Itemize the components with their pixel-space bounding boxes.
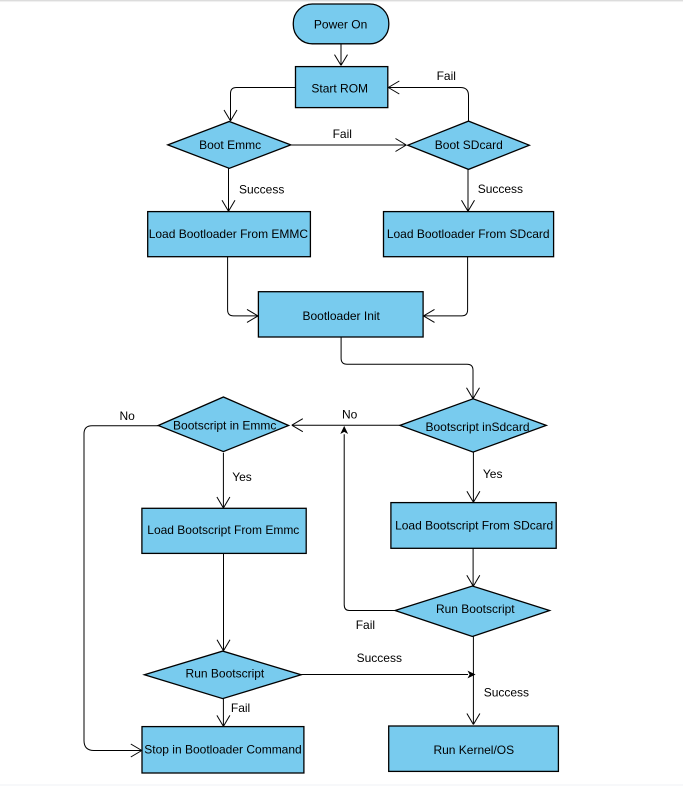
svg-text:Boot SDcard: Boot SDcard <box>435 138 503 152</box>
svg-text:Power On: Power On <box>314 17 367 31</box>
svg-text:Bootscript in Emmc: Bootscript in Emmc <box>173 418 276 432</box>
svg-text:No: No <box>342 408 358 422</box>
svg-text:Success: Success <box>239 182 284 196</box>
svg-text:Run Bootscript: Run Bootscript <box>186 667 265 681</box>
svg-text:Load Bootloader From EMMC: Load Bootloader From EMMC <box>149 227 309 241</box>
svg-text:Success: Success <box>478 182 523 196</box>
svg-text:Run Kernel/OS: Run Kernel/OS <box>433 743 514 757</box>
svg-text:Load Bootscript From SDcard: Load Bootscript From SDcard <box>395 519 553 533</box>
svg-text:Fail: Fail <box>231 701 250 715</box>
svg-text:Fail: Fail <box>437 69 456 83</box>
svg-text:Yes: Yes <box>483 467 503 481</box>
svg-text:Stop in Bootloader Command: Stop in Bootloader Command <box>144 742 301 756</box>
svg-text:Success: Success <box>484 686 529 700</box>
svg-text:No: No <box>120 409 136 423</box>
svg-text:Success: Success <box>357 651 402 665</box>
svg-text:Bootscript inSdcard: Bootscript inSdcard <box>425 420 529 434</box>
svg-text:Load Bootloader From SDcard: Load Bootloader From SDcard <box>387 227 550 241</box>
svg-text:Boot Emmc: Boot Emmc <box>199 138 261 152</box>
svg-text:Load Bootscript From Emmc: Load Bootscript From Emmc <box>147 523 299 537</box>
svg-text:Bootloader Init: Bootloader Init <box>303 309 381 323</box>
svg-text:Start ROM: Start ROM <box>311 82 368 96</box>
svg-text:Fail: Fail <box>356 618 375 632</box>
svg-text:Run Bootscript: Run Bootscript <box>436 602 515 616</box>
svg-text:Yes: Yes <box>232 470 252 484</box>
svg-text:Fail: Fail <box>333 127 352 141</box>
